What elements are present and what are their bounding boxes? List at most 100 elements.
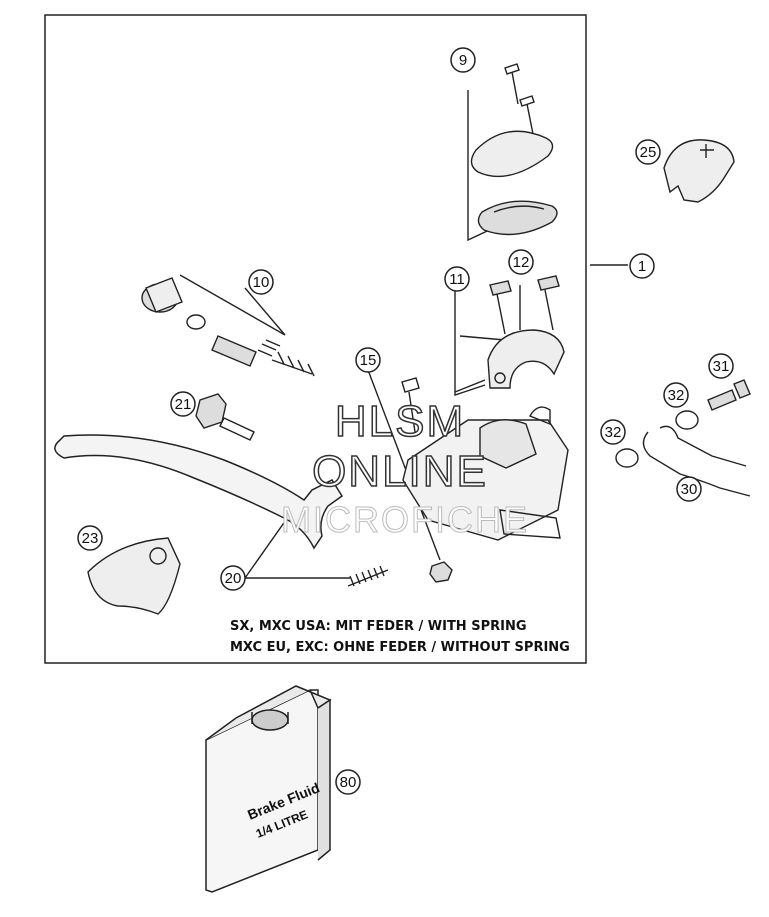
circlip-part — [186, 314, 206, 330]
cylinder-bore — [499, 509, 561, 539]
reservoir-cap-group — [467, 63, 558, 242]
bracket-10 — [179, 274, 286, 336]
callout-label: 10 — [253, 274, 270, 291]
adjuster-screw — [219, 417, 255, 441]
bottle-cap — [251, 709, 289, 731]
callout-c20: 20 — [220, 565, 246, 591]
spring-note-line1: SX, MXC USA: MIT FEDER / WITH SPRING — [230, 619, 527, 634]
clamp-hole — [494, 372, 506, 384]
outer-clamp-bolt — [700, 144, 714, 158]
callout-circle — [676, 476, 702, 502]
callout-c11: 11 — [444, 266, 470, 292]
piston-kit-group — [141, 274, 315, 377]
reservoir-body — [479, 419, 537, 469]
spring-note-line2: MXC EU, EXC: OHNE FEDER / WITHOUT SPRING — [230, 640, 570, 655]
callout-circle — [220, 565, 246, 591]
lever-spring — [347, 565, 389, 587]
bolt-part — [489, 280, 512, 335]
watermark-line2: ONLINE — [311, 447, 488, 497]
callout-c31: 31 — [708, 353, 734, 379]
brake-lever — [54, 434, 344, 550]
callout-label: 20 — [225, 570, 242, 587]
callout-circle — [708, 353, 734, 379]
adjuster-group — [195, 393, 255, 441]
washer-part — [615, 448, 639, 468]
outer-clamp — [663, 139, 735, 203]
banjo-bolt — [707, 379, 751, 411]
watermark-line1: HLSM — [334, 397, 466, 447]
callout-label: 25 — [640, 144, 657, 161]
bottle-side — [317, 698, 331, 861]
callout-c12: 12 — [508, 249, 534, 275]
callout-circle — [444, 266, 470, 292]
reservoir-ear — [528, 406, 551, 426]
callout-circle — [248, 269, 274, 295]
callout-c25: 25 — [635, 139, 661, 165]
assembly-frame — [44, 14, 587, 664]
callout-c32b: 32 — [600, 419, 626, 445]
bottle-cap-side — [251, 712, 289, 724]
callout-label: 32 — [668, 387, 685, 404]
callout-c30: 30 — [676, 476, 702, 502]
screw-part — [519, 95, 535, 135]
clamp-group — [454, 275, 565, 396]
callout-label: 9 — [459, 52, 467, 69]
callout-circle — [629, 253, 655, 279]
callout-c21: 21 — [170, 391, 196, 417]
callout-circle — [77, 525, 103, 551]
pivot-bolt — [401, 377, 420, 433]
spring-part — [257, 339, 313, 375]
screw-part — [504, 63, 520, 105]
callout-label: 11 — [449, 271, 465, 288]
lever-cover-group — [87, 537, 181, 615]
bracket-11 — [454, 290, 486, 396]
callout-circle — [600, 419, 626, 445]
pivot-nut — [429, 561, 453, 583]
callout-c32a: 32 — [663, 382, 689, 408]
callout-label: 12 — [513, 254, 530, 271]
callout-c80: 80 — [335, 769, 361, 795]
bolt-part — [537, 275, 560, 331]
callout-c9: 9 — [450, 47, 476, 73]
callout-circle — [450, 47, 476, 73]
callout-label: 30 — [681, 481, 698, 498]
cover-hole — [149, 547, 167, 565]
callout-circle — [663, 382, 689, 408]
bracket-15 — [367, 369, 441, 561]
callout-circle — [335, 769, 361, 795]
gasket-detail — [493, 205, 545, 213]
callout-label: 1 — [638, 258, 646, 275]
clamp-part — [487, 329, 565, 389]
callout-circle — [355, 347, 381, 373]
reservoir-gasket — [477, 200, 558, 236]
callout-label: 21 — [175, 396, 192, 413]
callout-label: 31 — [713, 358, 730, 375]
hose-group — [590, 264, 751, 497]
piston-part — [211, 335, 257, 367]
spring-part — [277, 351, 315, 377]
callouts: 1 9 10 11 12 15 20 21 23 25 30 31 32 32 80 — [77, 47, 734, 795]
callout-c10: 10 — [248, 269, 274, 295]
callout-label: 23 — [82, 530, 99, 547]
brake-hose-outline — [659, 425, 747, 467]
master-cylinder-group — [367, 369, 569, 583]
bottle-top — [205, 685, 332, 741]
brake-hose — [642, 431, 751, 497]
lever-cover — [87, 537, 181, 615]
callout-label: 15 — [360, 352, 377, 369]
watermark-line3: MICROFICHE — [281, 499, 529, 540]
callout-label: 80 — [340, 774, 357, 791]
boot-part — [145, 277, 183, 313]
outer-clamp-group — [663, 139, 735, 203]
callout-circle — [635, 139, 661, 165]
bracket-11 — [454, 335, 506, 393]
callout-c1: 1 — [629, 253, 655, 279]
brake-fluid-bottle — [205, 685, 332, 893]
washer-part — [675, 410, 699, 430]
reservoir-cap — [470, 130, 554, 178]
callout-c15: 15 — [355, 347, 381, 373]
callout-c23: 23 — [77, 525, 103, 551]
callout-circle — [170, 391, 196, 417]
callout-label: 32 — [605, 424, 622, 441]
